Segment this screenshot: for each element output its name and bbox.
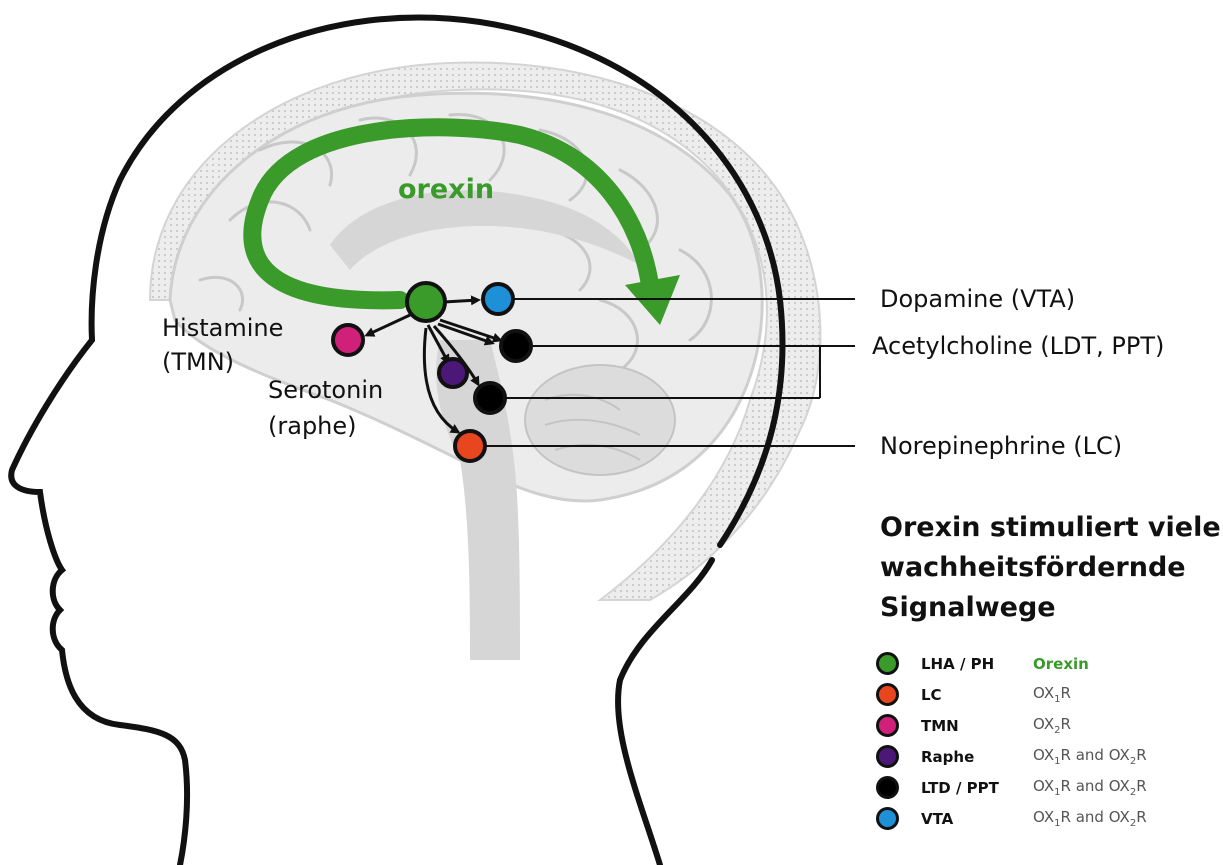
- legend-row: LTD / PPT OX1R and OX2R: [872, 772, 1222, 803]
- legend-row: LC OX1R: [872, 679, 1222, 710]
- legend-swatch: [876, 745, 899, 768]
- legend-swatch: [876, 714, 899, 737]
- legend-swatch: [876, 683, 899, 706]
- lc-node: [455, 431, 485, 461]
- title-line-2: wachheitsfördernde: [880, 548, 1223, 588]
- legend-row: TMN OX2R: [872, 710, 1222, 741]
- raphe-node: [439, 359, 467, 387]
- tmn-node: [333, 325, 363, 355]
- legend-receptor-label: OX2R: [1033, 715, 1071, 736]
- legend-receptor-label: OX1R and OX2R: [1033, 808, 1147, 829]
- norepinephrine-label: Norepinephrine (LC): [880, 432, 1122, 460]
- title-line-1: Orexin stimuliert viele: [880, 508, 1223, 548]
- ldt-node: [501, 331, 531, 361]
- legend-swatch: [876, 652, 899, 675]
- legend-region-label: TMN: [921, 717, 959, 735]
- acetylcholine-label: Acetylcholine (LDT, PPT): [872, 332, 1164, 360]
- legend-row: Raphe OX1R and OX2R: [872, 741, 1222, 772]
- dopamine-label: Dopamine (VTA): [880, 285, 1075, 313]
- legend-row: VTA OX1R and OX2R: [872, 803, 1222, 834]
- diagram-title: Orexin stimuliert viele wachheitsfördern…: [880, 508, 1223, 628]
- serotonin-sublabel: (raphe): [268, 412, 357, 440]
- legend-region-label: LTD / PPT: [921, 779, 999, 797]
- legend-swatch: [876, 776, 899, 799]
- serotonin-label: Serotonin: [268, 376, 383, 404]
- histamine-label: Histamine: [162, 314, 283, 342]
- legend-region-label: Raphe: [921, 748, 974, 766]
- vta-node: [483, 284, 513, 314]
- cerebellum: [525, 365, 675, 475]
- legend-receptor-label: Orexin: [1033, 655, 1089, 673]
- arrow-to-vta: [444, 300, 478, 302]
- legend-swatch: [876, 807, 899, 830]
- histamine-sublabel: (TMN): [162, 348, 234, 376]
- legend-region-label: VTA: [921, 810, 953, 828]
- lha-node: [407, 283, 445, 321]
- legend-receptor-label: OX1R and OX2R: [1033, 746, 1147, 767]
- legend-row: LHA / PH Orexin: [872, 648, 1222, 679]
- legend-region-label: LHA / PH: [921, 655, 994, 673]
- legend-region-label: LC: [921, 686, 942, 704]
- legend-receptor-label: OX1R: [1033, 684, 1071, 705]
- orexin-label: orexin: [398, 174, 494, 205]
- neck-back-outline: [618, 560, 712, 865]
- legend-receptor-label: OX1R and OX2R: [1033, 777, 1147, 798]
- title-line-3: Signalwege: [880, 588, 1223, 628]
- ppt-node: [475, 383, 505, 413]
